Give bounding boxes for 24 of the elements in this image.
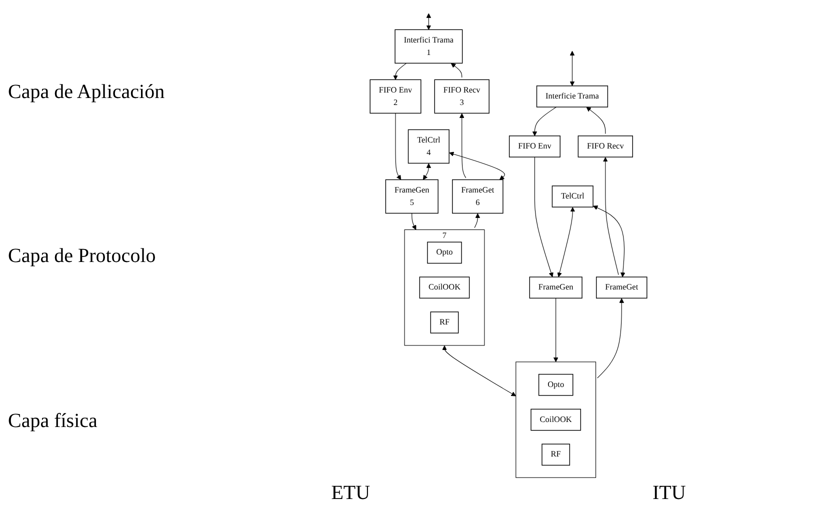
layer-label: Capa de Protocolo [7,245,157,268]
process-box: FIFO Recv 3 [434,79,490,114]
process-box: FIFO Env [508,136,560,158]
process-box: FrameGet [596,276,648,299]
process-box: Interfici Trama 1 [394,29,463,64]
process-box: CoilOOK [419,276,470,299]
layer-label: Capa física [7,410,98,434]
process-box: FIFO Env 2 [370,79,422,114]
process-box: FrameGet 6 [452,179,504,214]
process-box: Opto [427,242,462,264]
process-box: Interficie Trama [536,86,608,108]
process-box: RF [542,444,570,466]
process-box: FIFO Recv [578,136,633,158]
process-box: CoilOOK [530,408,582,431]
unit-label: ITU [652,482,686,506]
process-box: FrameGen 5 [385,179,438,214]
process-box: RF [430,312,459,334]
unit-label: ETU [331,482,370,506]
module-number: 7 [442,231,447,240]
process-box: FrameGen [529,276,582,299]
process-box: TelCtrl 4 [408,129,450,164]
process-box: TelCtrl [552,186,594,208]
layer-label: Capa de Aplicación [7,80,166,104]
process-box: Opto [538,374,574,396]
